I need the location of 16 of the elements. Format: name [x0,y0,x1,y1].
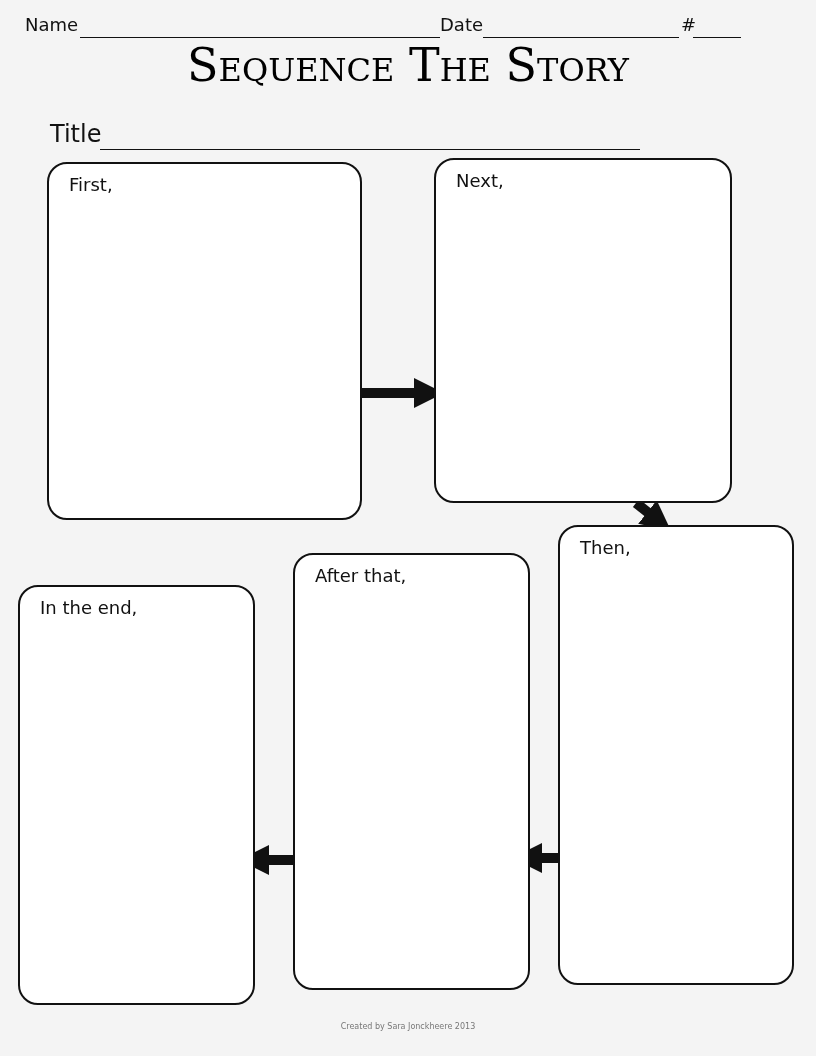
credit-line: Created by Sara Jonckheere 2013 [339,1022,477,1031]
box-prompt: After that, [315,565,407,586]
box-prompt: Then, [580,537,631,558]
box-prompt: In the end, [40,597,138,618]
field-label: Date [440,14,484,35]
worksheet-title: Sequence The Story [186,38,631,92]
story-box [434,158,732,503]
box-prompt: Next, [456,170,504,191]
field-label: # [681,14,697,35]
story-box [18,585,255,1005]
field-label: Name [25,14,79,35]
box-prompt: First, [69,174,113,195]
field-label: Title [50,120,102,148]
story-box [293,553,530,990]
story-box [47,162,362,520]
story-box [558,525,794,985]
